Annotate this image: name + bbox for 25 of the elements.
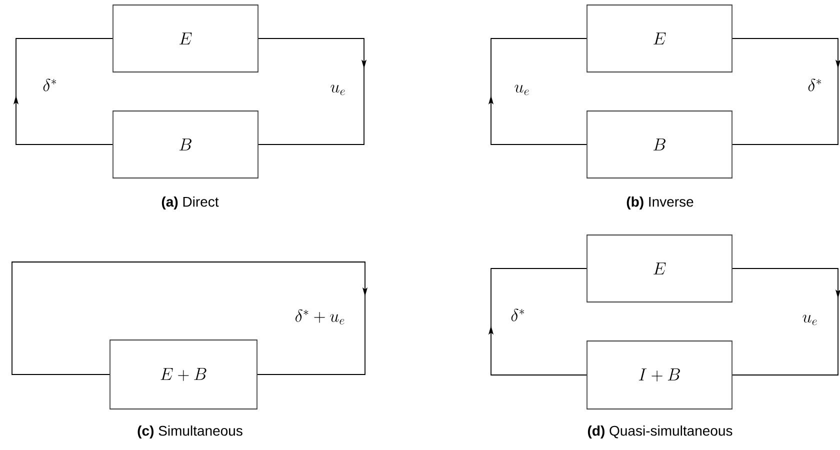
block-box: $E$	[586, 234, 732, 302]
arrow	[488, 268, 587, 376]
arrow	[258, 38, 367, 145]
arrow	[13, 38, 113, 145]
block-box: $E + B$	[110, 340, 258, 410]
edge-label: $\delta^* + u_e$	[296, 309, 344, 324]
block-box: $B$	[112, 110, 258, 178]
arrow	[488, 38, 587, 145]
arrow	[732, 38, 840, 145]
caption: (d) Quasi-simultaneous	[588, 425, 732, 439]
block-box: $E$	[112, 4, 258, 72]
arrow	[12, 262, 368, 375]
edge-label: $u_e$	[802, 314, 817, 326]
caption: (b) Inverse	[626, 196, 694, 210]
block-box: $I + B$	[586, 340, 732, 410]
block-box: $E$	[586, 4, 732, 72]
edge-label: $u_e$	[330, 84, 345, 96]
edge-label: $\delta^*$	[43, 78, 56, 92]
caption: (a) Direct	[162, 196, 219, 210]
block-box: $B$	[586, 110, 732, 178]
edge-label: $\delta^*$	[808, 78, 822, 92]
edge-label: $u_e$	[514, 84, 529, 96]
arrow	[732, 268, 840, 376]
caption: (c) Simultaneous	[138, 425, 242, 439]
edge-label: $\delta^*$	[511, 308, 524, 322]
